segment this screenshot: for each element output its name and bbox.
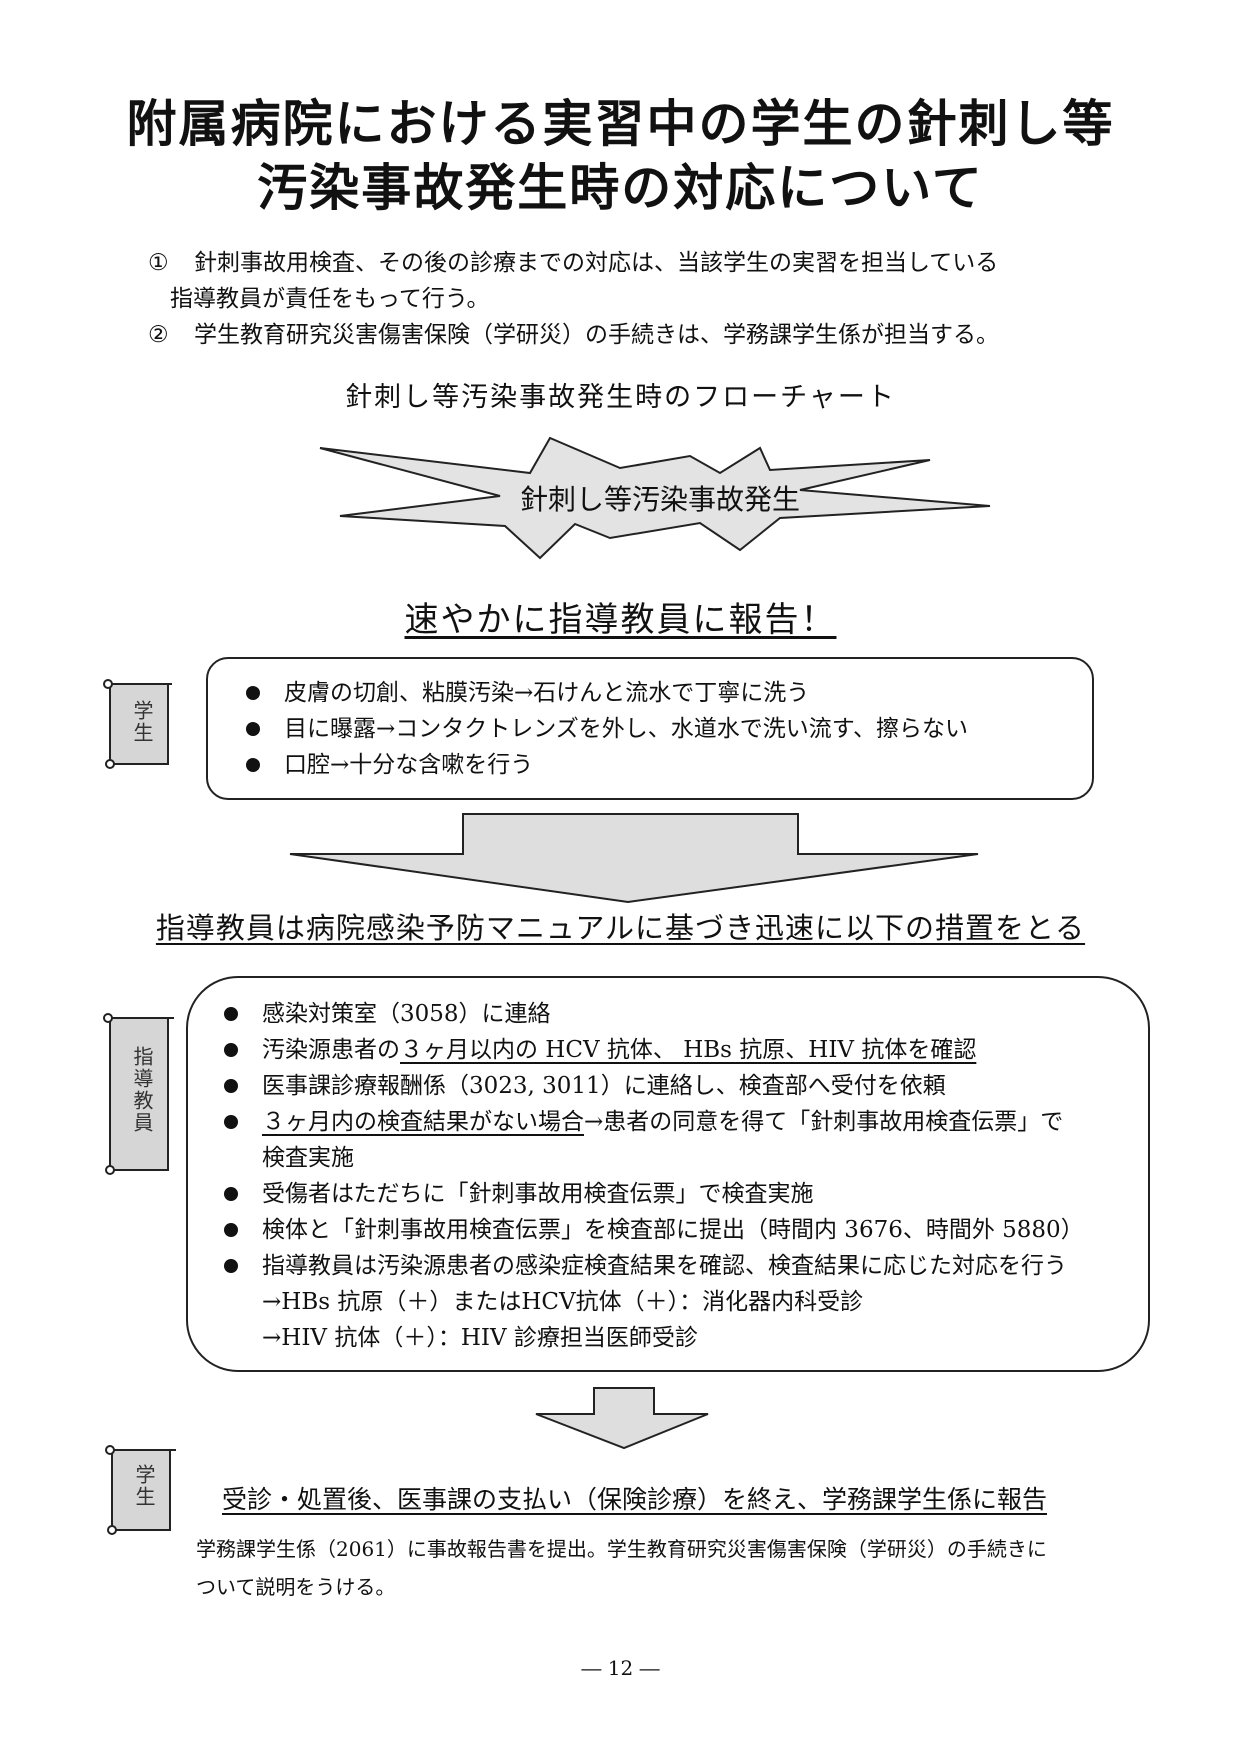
- list-item-text: 指導教員は汚染源患者の感染症検査結果を確認、検査結果に応じた対応を行う: [262, 1253, 1067, 1279]
- bullet-icon: [246, 758, 260, 772]
- note-1: ① 針刺事故用検査、その後の診療までの対応は、当該学生の実習を担当している: [148, 245, 1108, 281]
- list-item: 口腔→十分な含嗽を行う: [240, 747, 1092, 783]
- list-item: 受傷者はただちに「針刺事故用検査伝票」で検査実施: [218, 1176, 1148, 1212]
- bullet-icon: [246, 686, 260, 700]
- note-2-text: 学生教育研究災害傷害保険（学研災）の手続きは、学務課学生係が担当する。: [193, 322, 999, 348]
- teacher-scroll-icon: [103, 1013, 174, 1175]
- list-item: 感染対策室（3058）に連絡: [218, 996, 1148, 1032]
- list-item: 皮膚の切創、粘膜汚染→石けんと流水で丁寧に洗う: [240, 675, 1092, 711]
- teacher-heading: 指導教員は病院感染予防マニュアルに基づき迅速に以下の措置をとる: [155, 911, 1086, 945]
- report-heading: 速やかに指導教員に報告！: [404, 600, 837, 640]
- list-item: 汚染源患者の３ヶ月以内の HCV 抗体、 HBs 抗原、HIV 抗体を確認: [218, 1032, 1148, 1068]
- list-item: 医事課診療報酬係（3023, 3011）に連絡し、検査部へ受付を依頼: [218, 1068, 1148, 1104]
- bullet-icon: [224, 1223, 238, 1237]
- list-item-text: 受傷者はただちに「針刺事故用検査伝票」で検査実施: [262, 1181, 814, 1207]
- bullet-icon: [224, 1079, 238, 1093]
- down-arrow-icon: [289, 813, 979, 904]
- burst-label: 針刺し等汚染事故発生: [519, 483, 800, 516]
- final-text-line-1: 学務課学生係（2061）に事故報告書を提出。学生教育研究災害傷害保険（学研災）の…: [196, 1537, 1047, 1561]
- list-item: 目に曝露→コンタクトレンズを外し、水道水で洗い流す、擦らない: [240, 711, 1092, 747]
- list-item-emphasis: ３ヶ月以内の HCV 抗体、 HBs 抗原、HIV 抗体を確認: [400, 1037, 977, 1063]
- final-heading-wrap: 受診・処置後、医事課の支払い（保険診療）を終え、学務課学生係に報告: [222, 1480, 1047, 1516]
- note-2-marker: ②: [148, 322, 169, 348]
- student-scroll-icon: [103, 679, 172, 769]
- note-2: ② 学生教育研究災害傷害保険（学研災）の手続きは、学務課学生係が担当する。: [148, 317, 1108, 353]
- list-item-text: →患者の同意を得て「針刺事故用検査伝票」で: [584, 1109, 1064, 1135]
- list-item: 検体と「針刺事故用検査伝票」を検査部に提出（時間内 3676、時間外 5880）: [218, 1212, 1148, 1248]
- bullet-icon: [224, 1115, 238, 1129]
- list-item-subtext: →HBs 抗原（＋）またはHCV抗体（＋）：消化器内科受診: [262, 1289, 864, 1315]
- list-item-text: 汚染源患者の: [262, 1037, 400, 1063]
- teacher-actions-box: 感染対策室（3058）に連絡 汚染源患者の３ヶ月以内の HCV 抗体、 HBs …: [186, 976, 1150, 1372]
- teacher-heading-wrap: 指導教員は病院感染予防マニュアルに基づき迅速に以下の措置をとる: [0, 905, 1241, 947]
- student-scroll-label: 学生: [130, 700, 154, 744]
- title-line-2: 汚染事故発生時の対応について: [257, 158, 984, 217]
- title-line-1: 附属病院における実習中の学生の針刺し等: [126, 94, 1115, 153]
- bullet-icon: [224, 1043, 238, 1057]
- bullet-icon: [246, 722, 260, 736]
- intro-notes: ① 針刺事故用検査、その後の診療までの対応は、当該学生の実習を担当している 指導…: [148, 245, 1108, 353]
- bullet-icon: [224, 1259, 238, 1273]
- report-heading-wrap: 速やかに指導教員に報告！: [0, 592, 1241, 641]
- student-actions-box: 皮膚の切創、粘膜汚染→石けんと流水で丁寧に洗う 目に曝露→コンタクトレンズを外し…: [206, 657, 1094, 800]
- note-1-text: 針刺事故用検査、その後の診療までの対応は、当該学生の実習を担当している: [193, 250, 999, 276]
- student-scroll-label-2: 学生: [132, 1464, 156, 1508]
- bullet-icon: [224, 1007, 238, 1021]
- page-number: ― 12 ―: [581, 1656, 660, 1680]
- list-item-text-continued: 検査実施: [262, 1145, 354, 1171]
- list-item: 指導教員は汚染源患者の感染症検査結果を確認、検査結果に応じた対応を行う →HBs …: [218, 1248, 1148, 1356]
- bullet-icon: [224, 1187, 238, 1201]
- flowchart-title: 針刺し等汚染事故発生時のフローチャート: [345, 382, 896, 413]
- final-heading: 受診・処置後、医事課の支払い（保険診療）を終え、学務課学生係に報告: [222, 1485, 1048, 1514]
- page-title: 附属病院における実習中の学生の針刺し等 汚染事故発生時の対応について: [0, 92, 1241, 220]
- final-instructions: 学務課学生係（2061）に事故報告書を提出。学生教育研究災害傷害保険（学研災）の…: [196, 1530, 1156, 1606]
- final-text-line-2: ついて説明をうける。: [196, 1575, 396, 1599]
- accident-burst: [319, 436, 991, 560]
- list-item-text: 検体と「針刺事故用検査伝票」を検査部に提出（時間内 3676、時間外 5880）: [262, 1217, 1084, 1243]
- list-item-text: 目に曝露→コンタクトレンズを外し、水道水で洗い流す、擦らない: [284, 716, 968, 742]
- teacher-scroll-label: 指導教員: [130, 1046, 154, 1134]
- list-item-emphasis: ３ヶ月内の検査結果がない場合: [262, 1109, 584, 1135]
- student-scroll-icon-2: [105, 1445, 176, 1535]
- down-arrow-small-icon: [535, 1387, 709, 1450]
- note-1-marker: ①: [148, 250, 169, 276]
- list-item-text: 感染対策室（3058）に連絡: [262, 1001, 551, 1027]
- note-1-continued: 指導教員が責任をもって行う。: [170, 286, 490, 312]
- list-item-text: 口腔→十分な含嗽を行う: [284, 752, 534, 778]
- list-item-subtext: →HIV 抗体（＋）：HIV 診療担当医師受診: [262, 1325, 698, 1351]
- list-item-text: 医事課診療報酬係（3023, 3011）に連絡し、検査部へ受付を依頼: [262, 1073, 946, 1099]
- list-item: ３ヶ月内の検査結果がない場合→患者の同意を得て「針刺事故用検査伝票」で検査実施: [218, 1104, 1148, 1176]
- list-item-text: 皮膚の切創、粘膜汚染→石けんと流水で丁寧に洗う: [284, 680, 810, 706]
